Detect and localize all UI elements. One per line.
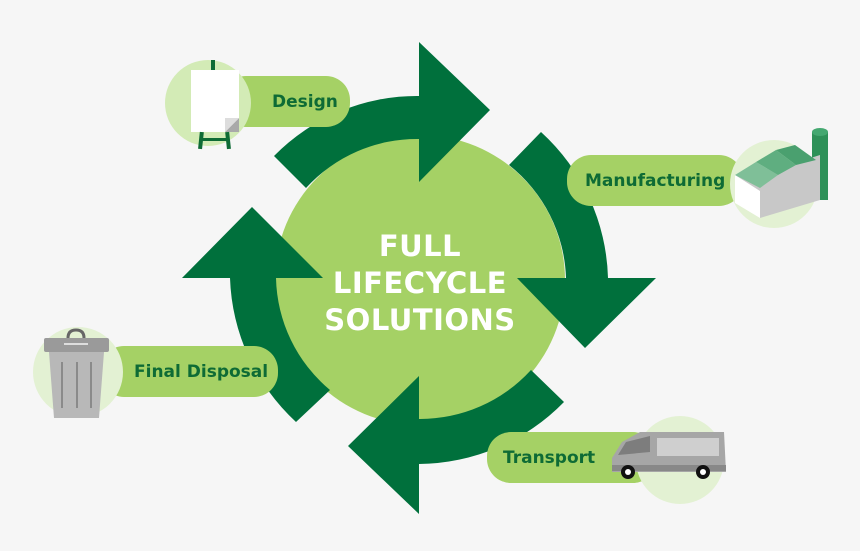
factory-icon xyxy=(735,128,828,218)
trash-can-icon xyxy=(44,328,109,418)
center-circle xyxy=(275,135,565,425)
center-title-line-2: LIFECYCLE xyxy=(332,266,508,300)
easel-icon xyxy=(191,60,239,150)
transport-label: Transport xyxy=(503,447,596,468)
manufacturing-pill xyxy=(567,155,743,206)
center-title-line-3: SOLUTIONS xyxy=(324,303,516,337)
final-disposal-pill xyxy=(100,346,278,397)
stage-manufacturing xyxy=(567,128,828,228)
design-label: Design xyxy=(272,91,338,112)
center-title: FULL LIFECYCLE SOLUTIONS xyxy=(300,228,540,339)
manufacturing-label: Manufacturing xyxy=(585,170,726,191)
design-label-box: Design xyxy=(255,76,350,127)
final-disposal-label: Final Disposal xyxy=(134,361,269,382)
transport-label-box: Transport xyxy=(487,432,612,483)
design-pill xyxy=(222,76,350,127)
cycle-arrows xyxy=(182,42,656,514)
manufacturing-label-box: Manufacturing xyxy=(567,155,727,206)
stage-final-disposal xyxy=(33,327,278,418)
arrow-transport-to-disposal xyxy=(348,370,564,514)
final-disposal-label-box: Final Disposal xyxy=(122,346,278,397)
stage-design xyxy=(165,60,350,150)
van-icon xyxy=(612,432,726,479)
arrow-manufacturing-to-transport xyxy=(509,132,656,348)
stage-transport xyxy=(487,416,726,504)
center-title-line-1: FULL xyxy=(378,229,462,263)
arrow-design-to-manufacturing xyxy=(274,42,490,188)
arrow-disposal-to-design xyxy=(182,207,330,422)
